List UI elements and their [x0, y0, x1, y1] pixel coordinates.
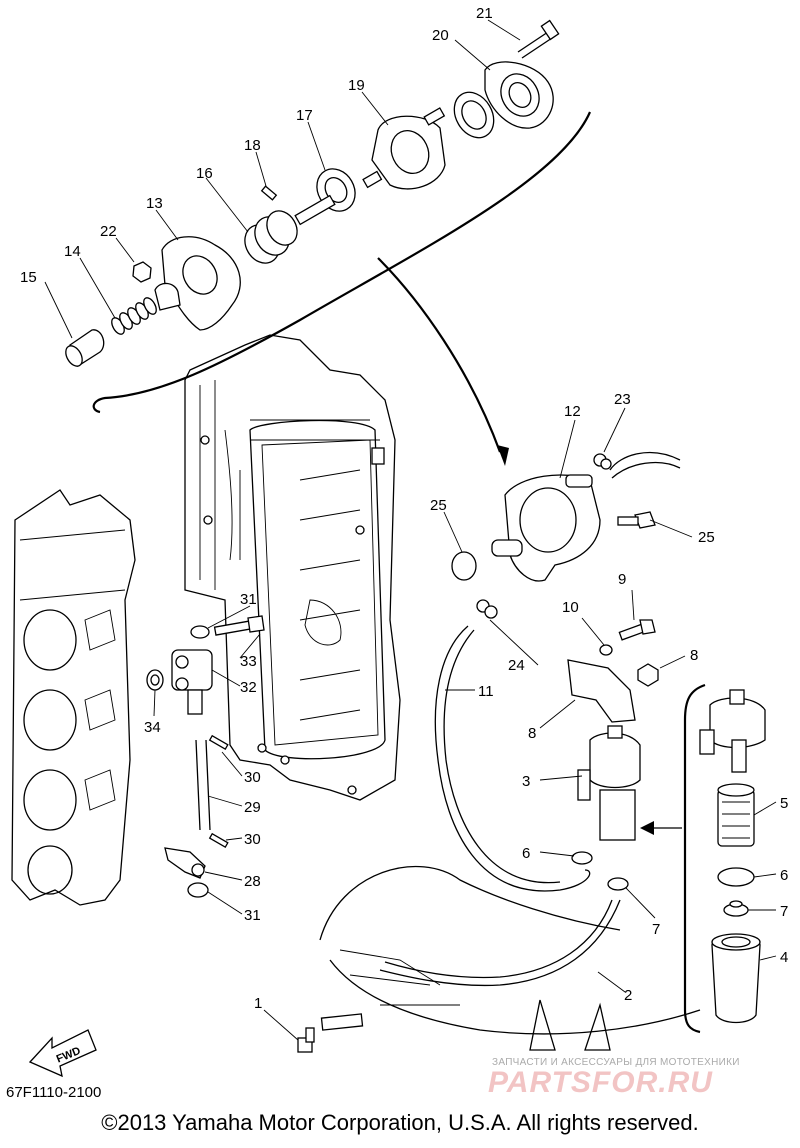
callout-30-upper: 30	[244, 769, 261, 786]
callout-31-upper: 31	[240, 591, 257, 608]
callout-15: 13	[146, 195, 163, 212]
cap-34	[146, 669, 164, 691]
callout-5: 5	[780, 795, 788, 812]
leader-lines	[44, 19, 777, 1041]
callout-31-lower: 31	[244, 907, 261, 924]
bolt-27	[617, 511, 656, 529]
callout-29: 29	[244, 799, 261, 816]
hose-29	[195, 739, 211, 831]
bolt-33	[213, 615, 265, 636]
callout-7: 7	[780, 903, 788, 920]
fwd-arrow-icon: FWD	[28, 1029, 97, 1078]
callout-14: 12	[564, 403, 581, 420]
o-ring-6	[717, 867, 755, 887]
spring-18	[244, 210, 298, 264]
clip-25-lower	[476, 599, 498, 619]
nut-24	[132, 261, 152, 283]
filter-detail-bracket	[683, 683, 706, 1034]
nut-10	[637, 663, 659, 687]
pin-30-upper	[208, 734, 229, 750]
filter-cup-4	[711, 933, 761, 1024]
housing-15	[154, 236, 241, 331]
callout-33: 33	[240, 653, 257, 670]
joint-32	[171, 649, 213, 715]
bolt-23	[517, 19, 560, 59]
callout-11: 9	[618, 571, 626, 588]
callout-25-upper: 23	[614, 391, 631, 408]
cover-22	[484, 61, 554, 129]
float-7	[723, 900, 749, 917]
clip-25-upper	[593, 452, 681, 479]
callout-8-right: 7	[652, 921, 660, 938]
callout-labels: 21 20 19 17 18 16 13 22 14 15 12 23 25 2…	[20, 5, 788, 1012]
pin-20	[260, 185, 278, 201]
housing-21	[362, 107, 446, 190]
pin-30-lower	[208, 832, 229, 848]
copyright-notice: ©2013 Yamaha Motor Corporation, U.S.A. A…	[101, 1110, 699, 1135]
clip-8-right	[607, 877, 629, 891]
exploded-view-frame	[92, 111, 592, 414]
callout-22: 20	[432, 27, 449, 44]
callout-17: 15	[20, 269, 37, 286]
hose-2	[379, 899, 621, 987]
callout-21: 19	[348, 77, 365, 94]
callout-32: 32	[240, 679, 257, 696]
catalog-number: 67F1110-2100	[6, 1084, 102, 1101]
callout-13: 11	[478, 683, 494, 700]
bracket-9	[567, 659, 636, 723]
callout-34: 34	[144, 719, 161, 736]
filter-head-detail	[699, 689, 766, 773]
frame-pointer-arrow	[377, 257, 502, 453]
watermark-caption: ЗАПЧАСТИ И АКСЕССУАРЫ ДЛЯ МОТОТЕХНИКИ	[492, 1057, 740, 1068]
clip-8-left	[571, 851, 593, 865]
callout-4: 4	[780, 949, 788, 966]
filter-detail-arrowhead	[640, 821, 654, 835]
o-ring-26	[451, 551, 477, 581]
bottom-cowling	[319, 866, 701, 1051]
callout-1: 1	[254, 995, 262, 1012]
callout-10: 8	[690, 647, 698, 664]
washer-12	[599, 644, 613, 656]
callout-9: 8	[528, 725, 536, 742]
washer-31-upper	[190, 625, 210, 639]
callout-23: 21	[476, 5, 493, 22]
filter-3	[577, 725, 641, 841]
plunger-17	[65, 329, 105, 367]
hose-13	[434, 625, 591, 892]
callout-24: 22	[100, 223, 117, 240]
callout-20: 18	[244, 137, 261, 154]
callout-18: 16	[196, 165, 213, 182]
callout-19: 17	[296, 107, 313, 124]
callout-27: 25	[698, 529, 715, 546]
callout-8-left: 6	[522, 845, 530, 862]
bolt-11	[618, 619, 656, 641]
washer-31-lower	[187, 882, 209, 898]
pump-14	[491, 474, 601, 582]
bolt-1	[297, 1027, 315, 1053]
callout-30-lower: 30	[244, 831, 261, 848]
callout-12: 10	[562, 599, 579, 616]
spring-16	[111, 297, 157, 335]
diaphragm-ring	[453, 91, 495, 139]
callout-26: 25	[430, 497, 447, 514]
cylinder-block	[184, 334, 401, 801]
callout-3: 3	[522, 773, 530, 790]
frame-arrowhead	[497, 445, 509, 466]
callout-16: 14	[64, 243, 81, 260]
watermark-logo: PARTSFOR.RU	[488, 1066, 713, 1099]
callout-6-text: 6	[780, 867, 788, 884]
filter-element-5	[717, 783, 755, 847]
valve-19	[294, 168, 356, 226]
callout-28: 28	[244, 873, 261, 890]
callout-25-lower: 24	[508, 657, 525, 674]
callout-2: 2	[624, 987, 632, 1004]
intake-manifold	[11, 489, 136, 906]
clamp-28	[164, 847, 206, 879]
